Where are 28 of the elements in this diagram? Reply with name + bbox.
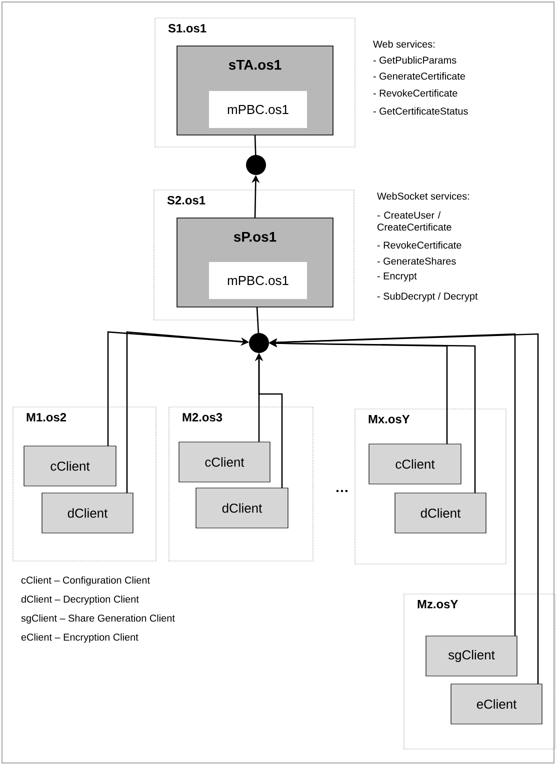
abbreviation-note: dClient – Decryption Client <box>21 595 139 605</box>
module-box: mPBC.os1 <box>209 91 307 128</box>
service-list-item: - CreateUser / CreateCertificate <box>377 211 452 231</box>
service-list-item: - GenerateShares <box>377 257 456 265</box>
service-list-item: - SubDecrypt / Decrypt <box>377 292 478 302</box>
client-box: dClient <box>196 488 288 528</box>
abbreviation-note: eClient – Encryption Client <box>21 633 138 643</box>
service-list-item: - Encrypt <box>377 272 417 282</box>
ellipsis: … <box>336 490 348 492</box>
service-list-item: - GetPublicParams <box>373 56 456 64</box>
client-box: cClient <box>368 444 462 484</box>
service-list-item: - RevokeCertificate <box>377 241 462 249</box>
abbreviation-note: sgClient – Share Generation Client <box>21 614 175 624</box>
service-list-item: - GenerateCertificate <box>373 72 465 80</box>
abbreviation-note: cClient – Configuration Client <box>21 576 150 586</box>
client-box: cClient <box>178 442 270 482</box>
client-box: cClient <box>24 446 116 486</box>
service-list-heading: WebSocket services: <box>377 192 469 200</box>
client-box: dClient <box>394 492 486 534</box>
module-box: mPBC.os1 <box>209 262 307 299</box>
service-list-item: - GetCertificateStatus <box>373 107 468 115</box>
junction-dot <box>249 333 269 353</box>
client-box: eClient <box>450 684 542 724</box>
client-box: dClient <box>42 492 134 534</box>
service-list-item: - RevokeCertificate <box>373 89 458 97</box>
junction-dot <box>246 155 266 175</box>
service-list-heading: Web services: <box>373 40 434 48</box>
client-box: sgClient <box>426 636 518 676</box>
